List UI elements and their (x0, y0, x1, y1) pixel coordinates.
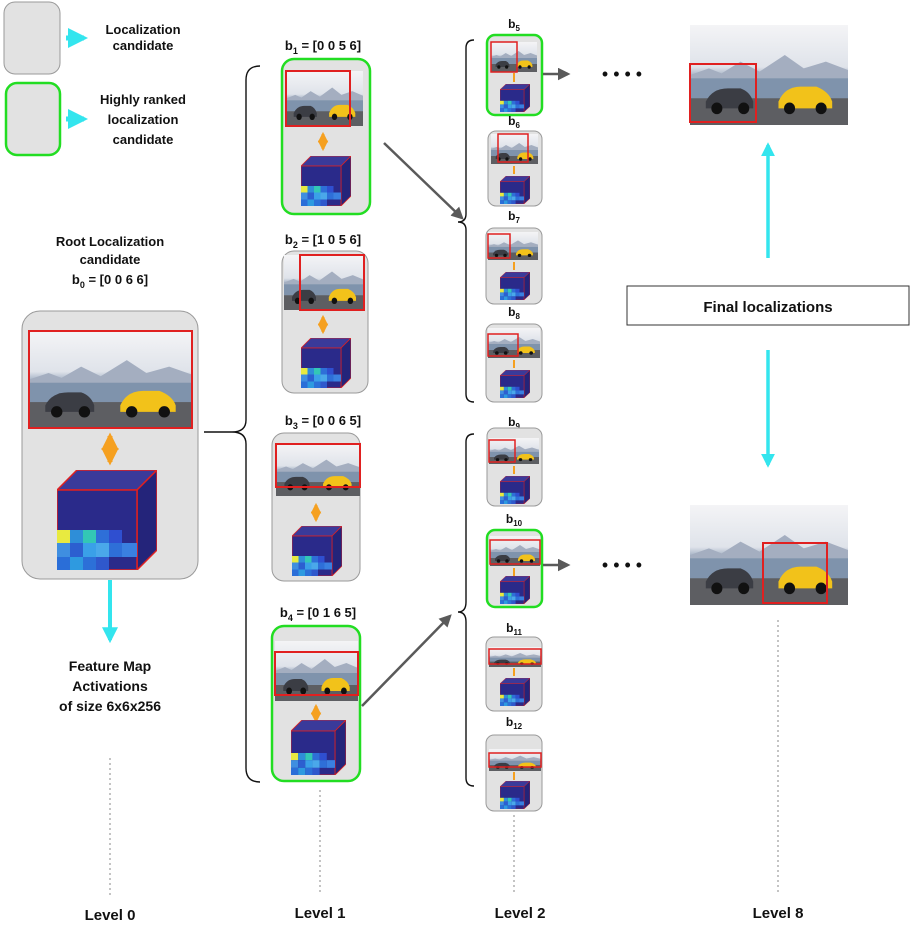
gray-arrow-icon (361, 614, 452, 707)
b8-photo (488, 328, 540, 358)
level8: Final localizations (626, 25, 910, 895)
level1-bracket (231, 65, 261, 783)
legend-candidate-swatch (3, 1, 61, 75)
root-b0-label: b0 = [0 0 6 6] (72, 272, 148, 290)
feature-map-line3: of size 6x6x256 (59, 698, 161, 714)
b9-label: b9 (508, 415, 520, 431)
b9-cube (500, 476, 530, 504)
lower-ellipsis-dots: • • • • (602, 555, 642, 575)
final-photo-upper (690, 25, 848, 125)
b12-label: b12 (506, 715, 523, 731)
b3-bbox (275, 443, 361, 488)
b4-bbox (274, 651, 359, 696)
b8-bbox (487, 333, 519, 357)
b2-cube (301, 338, 351, 388)
b6-bbox (497, 133, 529, 163)
b1-photo (286, 71, 363, 126)
b6-cube (500, 176, 530, 204)
final-bbox-lower (762, 542, 828, 604)
legend-candidate-line2: candidate (113, 38, 174, 53)
level2-upper-bracket (457, 39, 475, 403)
b7-bbox (487, 233, 511, 259)
b10-cube (500, 576, 530, 604)
root-bbox (28, 330, 193, 429)
upper-ellipsis-dots: • • • • (602, 64, 642, 84)
b9-bbox (488, 439, 516, 463)
b3-cube (292, 526, 342, 576)
level2-label: Level 2 (495, 905, 546, 922)
b10-bbox (489, 539, 541, 565)
legend-highly-line3: candidate (113, 132, 174, 147)
legend-highly-line1: Highly ranked (100, 92, 186, 107)
level0-root: Root Localization candidate b0 = [0 0 6 … (21, 234, 199, 895)
b7-photo (488, 232, 538, 260)
b9-photo (489, 438, 539, 464)
b8-cube (500, 370, 530, 398)
b11-cube (500, 678, 530, 706)
b1-label: b1 = [0 0 5 6] (285, 38, 361, 56)
b7-cube (500, 272, 530, 300)
gray-arrow-icon (383, 142, 464, 220)
root-title-line2: candidate (80, 252, 141, 267)
root-title-line1: Root Localization (56, 234, 164, 249)
b5-bbox (490, 41, 518, 73)
final-photo-lower (690, 505, 848, 605)
b1-cube (301, 156, 351, 206)
b12-cube (500, 781, 530, 809)
b5-photo (491, 42, 537, 72)
level1: b1 = [0 0 5 6] b2 = [1 0 5 6] b3 = [0 0 … (270, 38, 372, 895)
b6-label: b6 (508, 114, 520, 130)
b2-label: b2 = [1 0 5 6] (285, 232, 361, 250)
level2: b5 b6 b7 b8 b9 b10 (485, 17, 544, 895)
b2-bbox (299, 254, 365, 311)
b12-bbox (488, 752, 542, 768)
b4-label: b4 = [0 1 6 5] (280, 605, 356, 623)
b3-label: b3 = [0 0 6 5] (285, 413, 361, 431)
b5-cube (500, 84, 530, 112)
b1-bbox (285, 70, 351, 127)
b11-label: b11 (506, 621, 522, 637)
final-localizations-box (626, 285, 910, 326)
final-localizations-label: Final localizations (703, 299, 832, 316)
b4-photo (275, 641, 358, 701)
legend-highly-line2: localization (108, 112, 179, 127)
b4-cube (291, 720, 346, 775)
level2-lower-bracket (457, 433, 475, 787)
root-feature-cube (57, 470, 157, 570)
b8-label: b8 (508, 305, 520, 321)
b2-photo (284, 255, 364, 310)
b10-label: b10 (506, 512, 523, 528)
level8-label: Level 8 (753, 905, 804, 922)
feature-map-line2: Activations (72, 678, 148, 694)
level0-label: Level 0 (85, 907, 136, 924)
legend-highly-ranked-swatch (4, 81, 62, 157)
level1-label: Level 1 (295, 905, 346, 922)
legend: Localization candidate Highly ranked loc… (3, 1, 186, 157)
legend-candidate-line1: Localization (105, 22, 180, 37)
b11-bbox (488, 648, 542, 665)
b3-photo (276, 444, 360, 496)
final-bbox-upper (689, 63, 757, 123)
b7-label: b7 (508, 209, 520, 225)
root-photo (29, 331, 192, 428)
feature-map-line1: Feature Map (69, 658, 151, 674)
b5-label: b5 (508, 17, 520, 33)
